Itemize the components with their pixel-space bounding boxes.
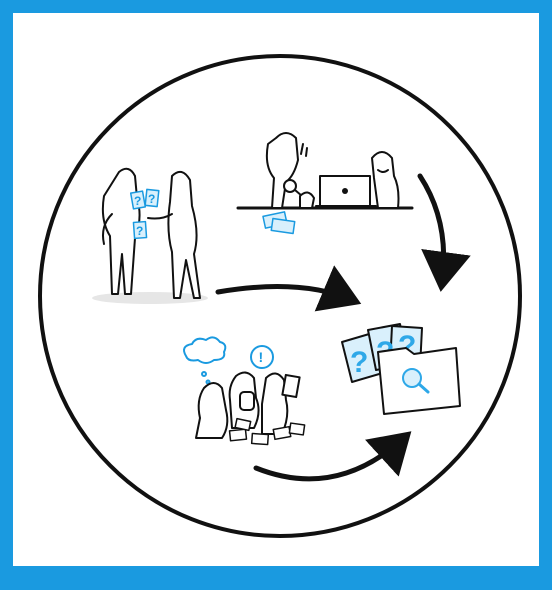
folder-question-glyph-1: ? — [350, 346, 368, 379]
scene-group-sorting: ! — [184, 337, 305, 444]
scene-insight-folder: ? ? ? — [342, 324, 460, 414]
exclamation-glyph: ! — [259, 349, 264, 365]
thought-cloud-icon — [184, 337, 225, 363]
question-glyph-1: ? — [134, 194, 141, 208]
scene-desk-research — [238, 133, 412, 233]
arrow-desk-to-folder — [420, 176, 444, 282]
document-stack — [263, 212, 295, 234]
question-glyph-2: ? — [148, 192, 155, 206]
arrow-group-to-folder — [256, 438, 404, 479]
laptop-icon — [316, 176, 376, 206]
question-glyph-3: ? — [136, 224, 143, 238]
scene-sharing-cards: ? ? ? — [92, 169, 208, 304]
arrow-sharing-to-folder — [218, 287, 352, 300]
